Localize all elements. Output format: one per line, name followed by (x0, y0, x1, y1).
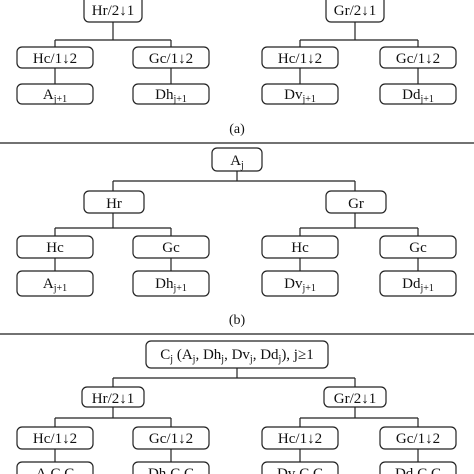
node-a-gc-1 (132, 46, 210, 69)
node-a-gc-2-label: Gc/1↓2 (396, 51, 440, 67)
leaf-b-ddj1-label: Ddj+1 (402, 276, 434, 294)
node-b-hc-2 (261, 235, 339, 259)
node-b-gc-2 (379, 235, 457, 259)
leaf-c-3 (261, 461, 339, 474)
node-a-gc-2 (379, 46, 457, 69)
node-a-gr (325, 0, 385, 23)
node-b-aj-label: Aj (230, 153, 244, 171)
leaf-b-ddj1 (379, 270, 457, 297)
node-b-hc-1 (16, 235, 94, 259)
leaf-b-aj1-label: Aj+1 (43, 276, 67, 294)
node-a-gr-label: Gr/2↓1 (334, 3, 377, 19)
connector-a-right (299, 22, 419, 47)
node-a-hc-2-label: Hc/1↓2 (278, 51, 322, 67)
connector-a-left (54, 22, 172, 47)
leaf-a-aj1-label: Aj+1 (43, 87, 67, 105)
node-b-gc-1 (132, 235, 210, 259)
leaf-c-2 (132, 461, 210, 474)
node-a-gc-1-label: Gc/1↓2 (149, 51, 193, 67)
leaf-c-4 (379, 461, 457, 474)
node-c-hc-1 (16, 426, 94, 450)
node-b-aj (211, 147, 263, 172)
node-c-gc-1-label: Gc/1↓2 (149, 431, 193, 447)
node-c-gr-label: Gr/2↓1 (334, 391, 377, 407)
node-c-root-label: Cj (Aj, Dhj, Dvj, Ddj), j≥1 (160, 347, 313, 365)
node-a-hc-2 (261, 46, 339, 69)
connector-c-left (54, 407, 172, 427)
leaf-b-dvj1 (261, 270, 339, 297)
connector-b-right (299, 213, 419, 236)
leaf-c-1 (16, 461, 94, 474)
node-c-hc-2-label: Hc/1↓2 (278, 431, 322, 447)
leaf-a-dvj1-label: Dvj+1 (284, 87, 316, 105)
node-c-gc-1 (132, 426, 210, 450)
node-b-gc-1-label: Gc (162, 240, 180, 256)
panel-c: Cj (Aj, Dhj, Dvj, Ddj), j≥1 Hr/2↓1 Gr/2↓… (16, 340, 457, 474)
leaf-b-aj1 (16, 270, 94, 297)
node-a-hr (83, 0, 143, 23)
node-c-hc-1-label: Hc/1↓2 (33, 431, 77, 447)
node-b-gc-2-label: Gc (409, 240, 427, 256)
panel-a: Hr/2↓1 Gr/2↓1 Hc/1↓2 Gc/1↓2 Hc/1↓2 Gc/1↓… (16, 0, 457, 137)
node-c-gc-2-label: Gc/1↓2 (396, 431, 440, 447)
node-b-hc-2-label: Hc (291, 240, 309, 256)
node-c-hr-label: Hr/2↓1 (92, 391, 135, 407)
node-b-hr (83, 190, 145, 214)
node-c-hc-2 (261, 426, 339, 450)
node-a-hc-1-label: Hc/1↓2 (33, 51, 77, 67)
node-b-hc-1-label: Hc (46, 240, 64, 256)
node-b-gr (325, 190, 387, 214)
leaf-b-dvj1-label: Dvj+1 (284, 276, 316, 294)
leaf-a-aj1 (16, 83, 94, 105)
node-c-gc-2 (379, 426, 457, 450)
connector-c-root (112, 368, 356, 387)
connector-b-root (112, 171, 356, 191)
node-c-hr (81, 386, 145, 408)
node-b-hr-label: Hr (106, 196, 122, 212)
leaf-b-dhj1-label: Dhj+1 (155, 276, 187, 294)
leaf-b-dhj1 (132, 270, 210, 297)
node-a-hr-label: Hr/2↓1 (92, 3, 135, 19)
connector-b-left (54, 213, 172, 236)
node-b-gr-label: Gr (348, 196, 364, 212)
caption-b: (b) (229, 313, 246, 328)
panel-b: Aj Hr Gr Hc Gc Hc Gc Aj+1 Dhj+1 Dvj+1 Dd… (16, 147, 457, 328)
leaf-a-dvj1 (261, 83, 339, 105)
leaf-a-dhj1 (132, 83, 210, 105)
caption-a: (a) (229, 122, 245, 137)
node-c-root (145, 340, 329, 369)
node-c-gr (323, 386, 387, 408)
leaf-a-dhj1-label: Dhj+1 (155, 87, 187, 105)
leaf-a-ddj1-label: Ddj+1 (402, 87, 434, 105)
connector-c-right (299, 407, 419, 427)
leaf-a-ddj1 (379, 83, 457, 105)
node-a-hc-1 (16, 46, 94, 69)
